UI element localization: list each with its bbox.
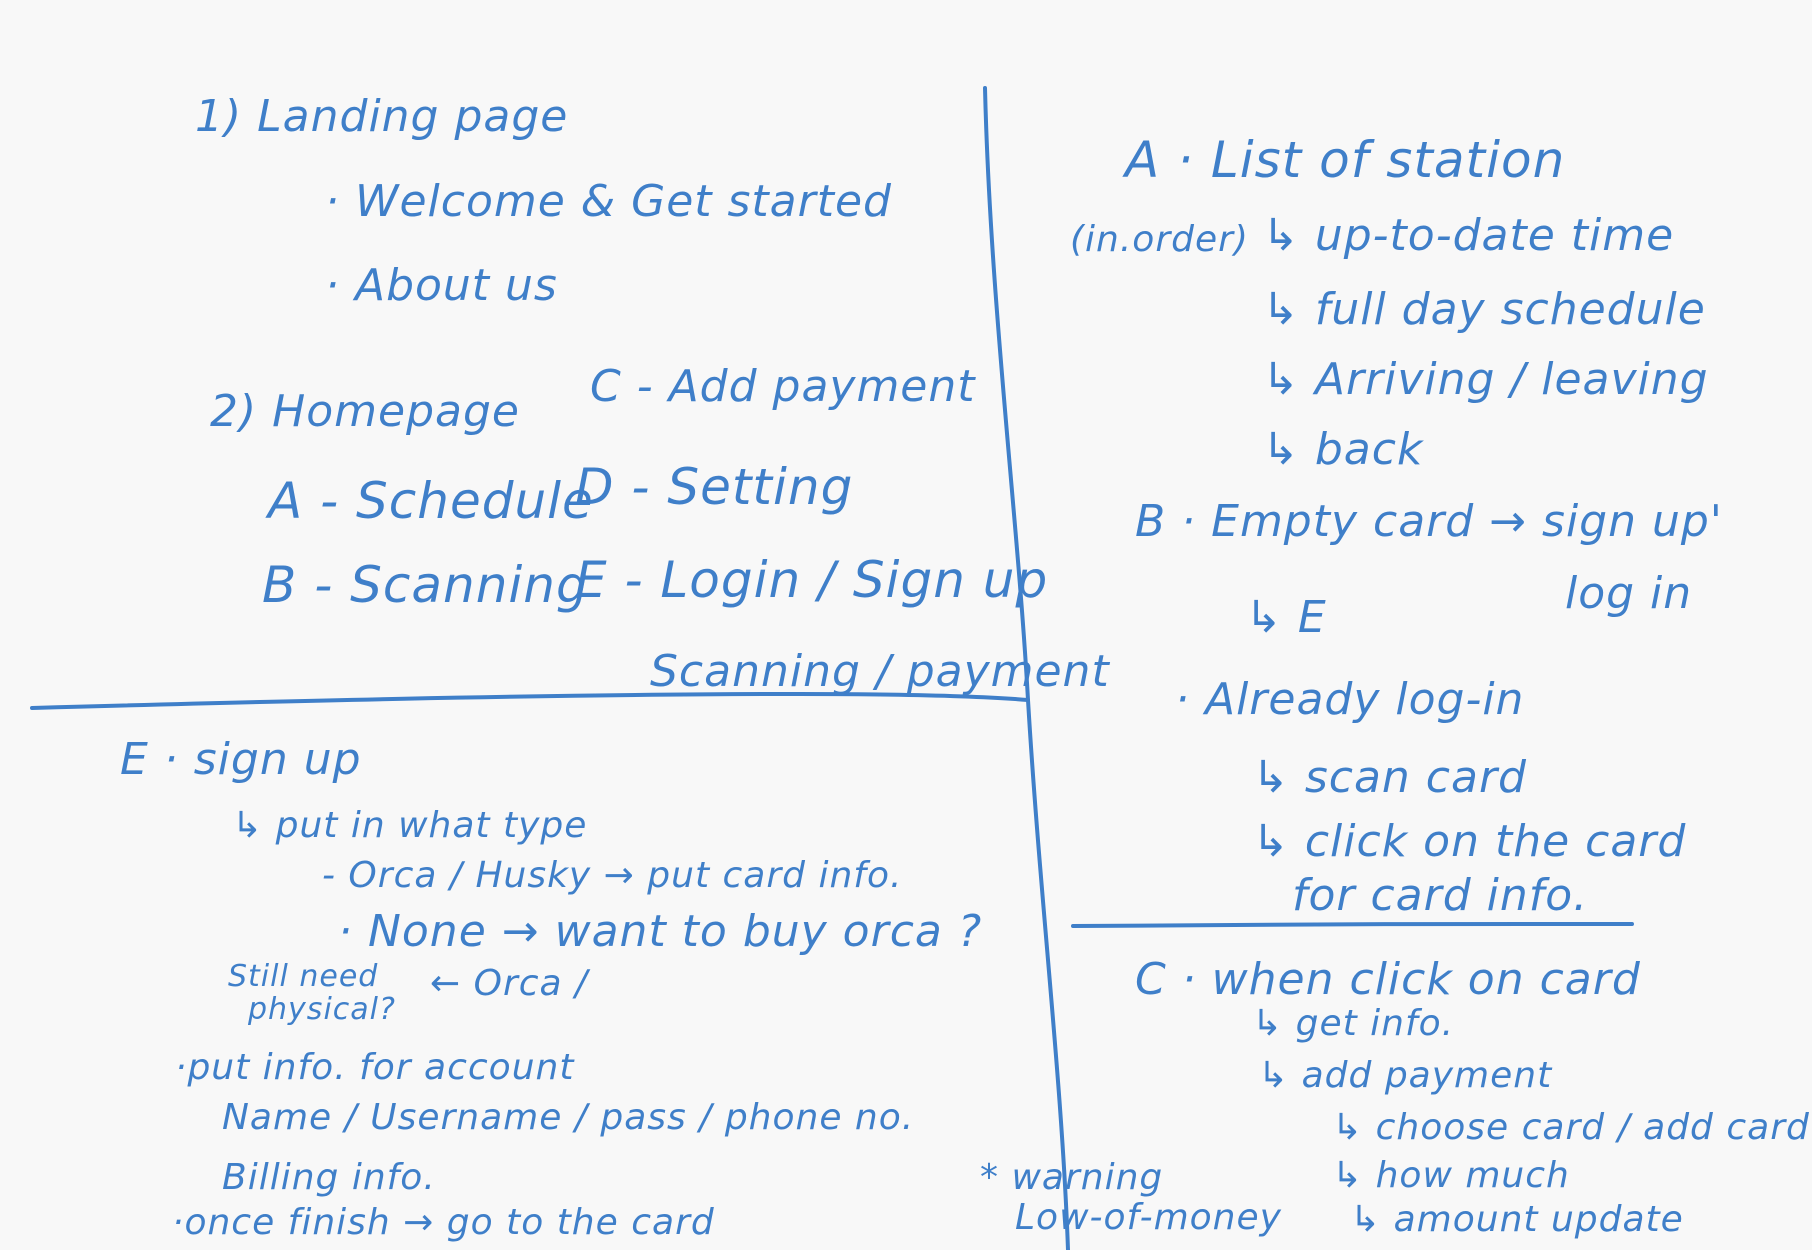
physical-note: physical? <box>248 992 396 1027</box>
sign-up-heading: E · sign up <box>120 734 362 785</box>
left-horizontal-divider-line <box>30 691 1030 710</box>
amount-update-item: ↳ amount update <box>1350 1199 1684 1240</box>
orca-arrow-note: ← Orca / <box>430 963 589 1004</box>
put-info-account-item: ·put info. for account <box>175 1047 575 1088</box>
for-card-info-note: for card info. <box>1292 870 1589 921</box>
get-info-item: ↳ get info. <box>1252 1003 1455 1044</box>
list-of-station-heading: A · List of station <box>1125 131 1566 189</box>
name-username-item: Name / Username / pass / phone no. <box>222 1097 915 1138</box>
about-item: · About us <box>325 260 558 311</box>
warning-note: * warning <box>980 1157 1164 1198</box>
still-need-note: Still need <box>228 959 379 994</box>
log-in-note: log in <box>1565 568 1693 619</box>
choose-card-item: ↳ choose card / add card <box>1332 1107 1810 1148</box>
when-click-card-heading: C · when click on card <box>1135 954 1641 1005</box>
put-in-type-item: ↳ put in what type <box>232 805 588 846</box>
arriving-leaving-item: ↳ Arriving / leaving <box>1262 354 1709 405</box>
up-to-date-item: ↳ up-to-date time <box>1262 210 1675 261</box>
scanning-payment-label: Scanning / payment <box>650 646 1110 697</box>
empty-card-item: B · Empty card → sign up' <box>1135 496 1723 547</box>
setting-item: D - Setting <box>575 458 854 516</box>
right-horizontal-divider-line <box>1071 921 1634 928</box>
homepage-heading: 2) Homepage <box>210 386 520 437</box>
low-of-money-note: Low-of-money <box>1015 1197 1282 1238</box>
click-on-card-item: ↳ click on the card <box>1252 816 1687 867</box>
landing-page-heading: 1) Landing page <box>195 91 569 142</box>
orca-husky-item: - Orca / Husky → put card info. <box>322 855 903 896</box>
how-much-item: ↳ how much <box>1332 1155 1570 1196</box>
none-item: · None → want to buy orca ? <box>338 906 983 957</box>
scanning-item: B - Scanning <box>262 556 589 614</box>
add-payment-item-2: ↳ add payment <box>1258 1055 1553 1096</box>
login-item: E - Login / Sign up <box>575 551 1049 609</box>
in-order-note: (in.order) <box>1070 219 1249 260</box>
add-payment-item: C - Add payment <box>590 361 976 412</box>
full-day-schedule-item: ↳ full day schedule <box>1262 284 1706 335</box>
scan-card-item: ↳ scan card <box>1252 752 1527 803</box>
welcome-item: · Welcome & Get started <box>325 176 892 227</box>
e-reference: ↳ E <box>1245 592 1327 643</box>
already-log-in-item: · Already log-in <box>1175 674 1525 725</box>
billing-info-item: Billing info. <box>222 1157 436 1198</box>
once-finish-item: ·once finish → go to the card <box>172 1202 715 1243</box>
schedule-item: A - Schedule <box>268 472 594 530</box>
back-item: ↳ back <box>1262 424 1424 475</box>
